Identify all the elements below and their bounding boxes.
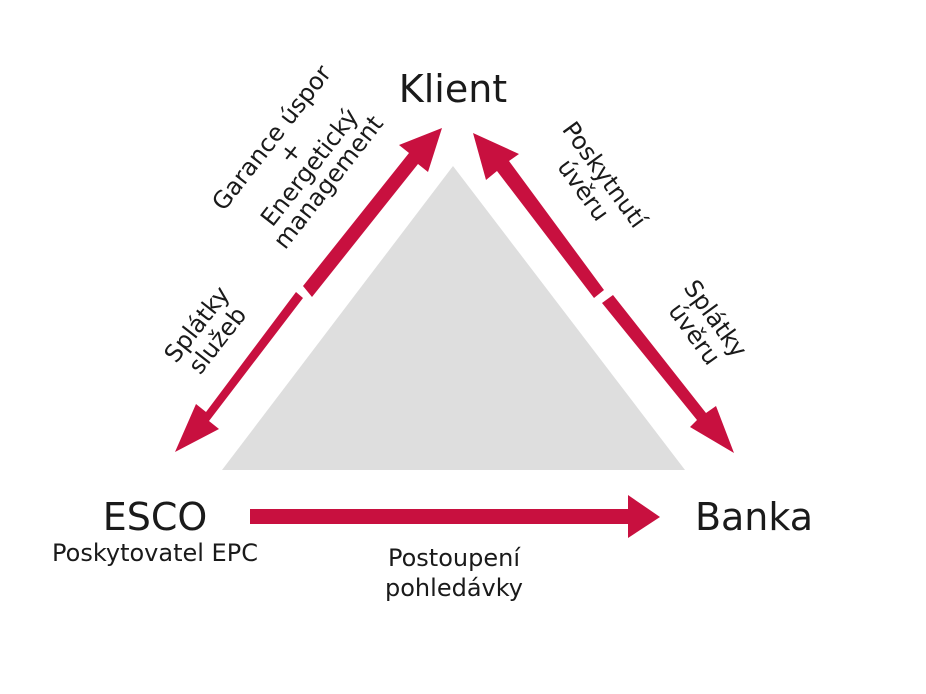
arrow-client-to-esco xyxy=(175,292,303,452)
node-bank-label: Banka xyxy=(695,495,813,539)
center-triangle xyxy=(222,166,685,470)
arrow-bank-to-client xyxy=(473,133,604,298)
arrow-esco-to-client xyxy=(303,128,442,297)
edge-esco-to-bank-line1: Postoupení xyxy=(388,544,521,572)
arrow-esco-to-bank xyxy=(250,495,660,538)
node-client-label: Klient xyxy=(399,67,507,111)
edge-esco-to-bank-line2: pohledávky xyxy=(385,574,523,602)
edge-label-esco-to-client: Garance úspor + Energetický management xyxy=(206,60,389,254)
arrow-client-to-bank xyxy=(602,295,734,453)
node-esco-sublabel: Poskytovatel EPC xyxy=(52,539,258,567)
node-esco-label: ESCO xyxy=(103,495,208,539)
edge-label-client-to-bank: Splátky úvěru xyxy=(663,275,753,371)
